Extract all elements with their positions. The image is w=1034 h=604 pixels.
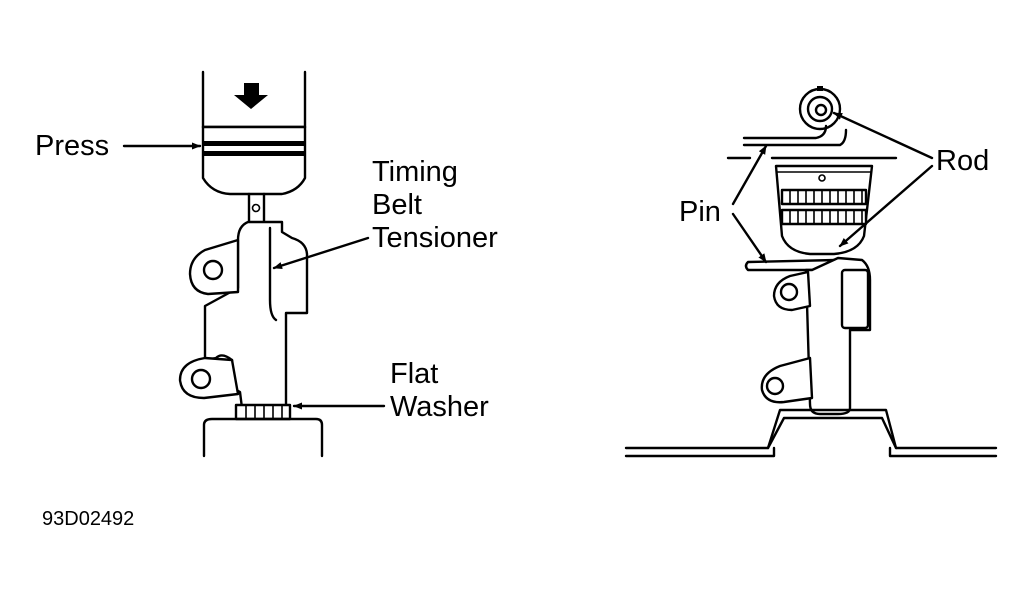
tensioner-callout: Timing Belt Tensioner	[272, 156, 498, 270]
press-assembly	[201, 70, 307, 196]
press-band-1	[203, 141, 305, 146]
washer-callout: Flat Washer	[292, 358, 489, 423]
label-press: Press	[35, 130, 109, 162]
label-tensioner-line-1: Timing	[372, 156, 458, 188]
pin-callout: Pin	[679, 144, 768, 264]
press-base	[202, 417, 324, 458]
upper-pin	[742, 124, 848, 147]
figure-code: 93D02492	[42, 508, 134, 530]
label-washer-line-2: Washer	[390, 391, 489, 423]
label-rod: Rod	[936, 145, 989, 177]
cup-ribs-upper	[780, 188, 868, 206]
timing-belt-tensioner-right	[624, 86, 998, 458]
press-head	[201, 125, 307, 196]
press-down-arrow-icon	[234, 83, 268, 109]
label-tensioner-line-3: Tensioner	[372, 222, 498, 254]
label-pin: Pin	[679, 196, 721, 228]
base-plate	[624, 408, 998, 450]
timing-belt-tensioner-left	[178, 192, 324, 458]
press-band-2	[203, 151, 305, 156]
press-upper	[201, 70, 307, 129]
tensioner-rod	[247, 192, 266, 224]
rod-callout: Rod	[832, 111, 989, 248]
cup-ribs-lower	[780, 208, 868, 226]
press-callout: Press	[35, 130, 202, 162]
label-tensioner-line-2: Belt	[372, 189, 422, 221]
label-washer-line-1: Flat	[390, 358, 438, 390]
